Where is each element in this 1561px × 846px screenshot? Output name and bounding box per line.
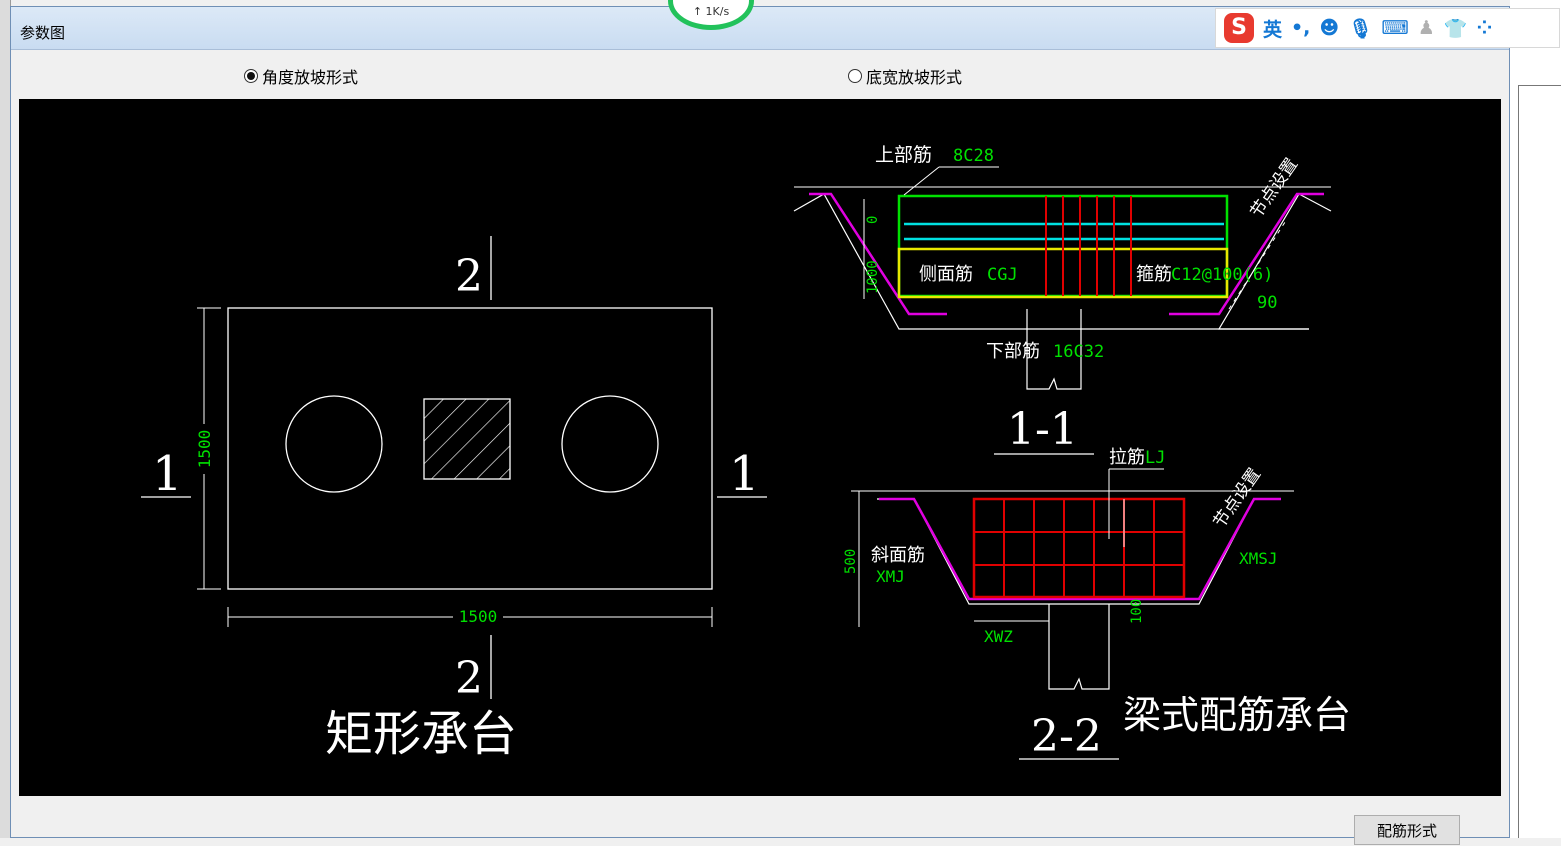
slope-mode-options: 角度放坡形式 底宽放坡形式 bbox=[19, 50, 1501, 99]
dim-width: 1500 bbox=[459, 607, 498, 626]
value-side-bar: CGJ bbox=[987, 265, 1018, 285]
section-mark-left: 1 bbox=[152, 446, 183, 502]
value-top-bar: 8C28 bbox=[953, 146, 994, 166]
network-speed-text: ↑ 1K/s bbox=[692, 5, 730, 18]
section-mark-right: 1 bbox=[729, 446, 760, 502]
background-divider-vertical bbox=[1518, 85, 1519, 838]
diagram-canvas: 2 2 1 1 1500 1500 矩形承台 bbox=[19, 99, 1501, 796]
section-mark-bottom: 2 bbox=[455, 653, 483, 704]
section-2-2-title: 2-2 bbox=[1031, 711, 1102, 762]
label-bottom-bar: 下部筋 bbox=[986, 341, 1040, 362]
label-top-bar: 上部筋 bbox=[875, 144, 932, 166]
user-icon[interactable]: ♟ bbox=[1417, 17, 1435, 39]
pile-circle-right bbox=[561, 395, 659, 493]
rebar-form-button[interactable]: 配筋形式 bbox=[1354, 815, 1460, 845]
dim-height: 1500 bbox=[195, 430, 214, 469]
ime-toolbar: S 英 •, ☻ 🎙 ⌨ ♟ 👕 ⁘ bbox=[1215, 8, 1560, 48]
column-hatch bbox=[423, 398, 511, 480]
background-window-right bbox=[1510, 0, 1561, 838]
angle-value: 90 bbox=[1257, 293, 1277, 313]
background-divider bbox=[1518, 85, 1561, 86]
section-1-1-title: 1-1 bbox=[1007, 404, 1078, 455]
value-xmsj: XMSJ bbox=[1239, 549, 1278, 568]
plan-title: 矩形承台 bbox=[325, 706, 517, 762]
cad-drawing: 2 2 1 1 1500 1500 矩形承台 bbox=[141, 144, 1351, 762]
parameter-diagram-window: 参数图 角度放坡形式 底宽放坡形式 bbox=[10, 6, 1510, 845]
punctuation-icon[interactable]: •, bbox=[1291, 17, 1311, 39]
radio-dot-selected[interactable] bbox=[244, 69, 258, 83]
label-stirrup: 箍筋 bbox=[1136, 264, 1172, 285]
radio-bottom-width-slope[interactable]: 底宽放坡形式 bbox=[848, 64, 962, 88]
value-xwz: XWZ bbox=[984, 627, 1013, 646]
apps-icon[interactable]: ⁘ bbox=[1476, 17, 1493, 39]
label-side-bar: 侧面筋 bbox=[919, 264, 973, 285]
skin-icon[interactable]: 👕 bbox=[1443, 17, 1468, 40]
value-tie-bar: LJ bbox=[1145, 448, 1165, 468]
radio-dot[interactable] bbox=[848, 69, 862, 83]
radio-angle-slope-label: 角度放坡形式 bbox=[262, 68, 359, 87]
dim-cap-height: 500 bbox=[843, 549, 859, 574]
pile-circle-left bbox=[285, 395, 383, 493]
emoji-icon[interactable]: ☻ bbox=[1319, 17, 1340, 39]
lang-toggle[interactable]: 英 bbox=[1263, 18, 1283, 41]
label-node-setting-1[interactable]: 节点设置 bbox=[1247, 155, 1302, 222]
value-slope-bar: XMJ bbox=[876, 567, 905, 586]
section-2-2-subtitle: 梁式配筋承台 bbox=[1123, 693, 1351, 737]
label-slope-bar: 斜面筋 bbox=[871, 545, 925, 566]
dim-side: 1000 bbox=[865, 260, 881, 294]
cap-outline bbox=[227, 307, 713, 590]
value-stirrup: C12@100(6) bbox=[1171, 265, 1273, 285]
value-bottom-bar: 16C32 bbox=[1053, 342, 1104, 362]
label-tie-bar: 拉筋 bbox=[1109, 447, 1145, 468]
radio-angle-slope[interactable]: 角度放坡形式 bbox=[244, 64, 358, 88]
dim-bottom-cover: 100 bbox=[1129, 599, 1145, 624]
keyboard-icon[interactable]: ⌨ bbox=[1381, 17, 1409, 39]
plan-rectangular-cap: 2 2 1 1 1500 1500 矩形承台 bbox=[141, 236, 767, 762]
dim-top-cover: 0 bbox=[865, 216, 881, 224]
sogou-logo-icon[interactable]: S bbox=[1224, 13, 1254, 43]
microphone-icon[interactable]: 🎙 bbox=[1348, 17, 1373, 40]
window-title: 参数图 bbox=[20, 24, 66, 42]
radio-bottom-width-slope-label: 底宽放坡形式 bbox=[866, 68, 963, 87]
section-1-1-diagram: 上部筋 8C28 侧面筋 CGJ 箍筋 C12@100(6) 下部筋 16C32… bbox=[793, 144, 1332, 455]
section-mark-top: 2 bbox=[455, 251, 483, 302]
section-2-2-diagram: 拉筋 LJ 斜面筋 XMJ XMSJ XWZ 500 100 节点设置 2-2 … bbox=[843, 447, 1351, 762]
